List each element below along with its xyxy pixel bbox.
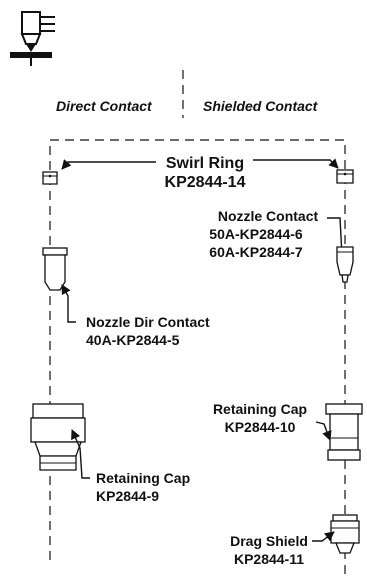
header-direct-contact: Direct Contact [56, 98, 153, 114]
retaining-cap-shielded-label: Retaining Cap [213, 401, 307, 417]
swirl-ring-direct [42, 171, 58, 185]
swirl-ring-label: Swirl Ring [166, 155, 244, 172]
dashed-frame [49, 139, 346, 580]
nozzle-contact-label: Nozzle Contact [218, 208, 319, 224]
swirl-ring-shielded [336, 169, 354, 184]
drag-shield-label: Drag Shield [230, 533, 308, 549]
nozzle-contact-arrow [327, 217, 347, 257]
nozzle-dir-contact-arrow [61, 284, 76, 323]
nozzle-contact-part-60a: 60A-KP2844-7 [209, 244, 303, 260]
retaining-cap-shielded-part-number: KP2844-10 [225, 419, 296, 435]
retaining-cap-direct-arrow [71, 429, 90, 479]
drag-shield-part [330, 514, 360, 554]
nozzle-dir-contact-label: Nozzle Dir Contact [86, 314, 210, 330]
drag-shield-arrow [312, 531, 335, 542]
header-shielded-contact: Shielded Contact [203, 98, 319, 114]
drag-shield-part-number: KP2844-11 [234, 551, 304, 567]
retaining-cap-shielded-arrow [315, 421, 332, 441]
swirl-ring-arrow-left [61, 159, 156, 170]
nozzle-dir-contact-part [42, 247, 68, 291]
retaining-cap-direct-part-number: KP2844-9 [96, 488, 159, 504]
torch-icon [10, 11, 55, 66]
nozzle-dir-contact-part: 40A-KP2844-5 [86, 332, 180, 348]
nozzle-contact-part-50a: 50A-KP2844-6 [209, 226, 303, 242]
retaining-cap-shielded-part [325, 403, 363, 461]
retaining-cap-direct-part [30, 403, 86, 471]
retaining-cap-direct-label: Retaining Cap [96, 470, 190, 486]
swirl-ring-arrow-right [253, 158, 339, 169]
swirl-ring-part: KP2844-14 [165, 174, 246, 191]
nozzle-contact-part [336, 246, 354, 283]
